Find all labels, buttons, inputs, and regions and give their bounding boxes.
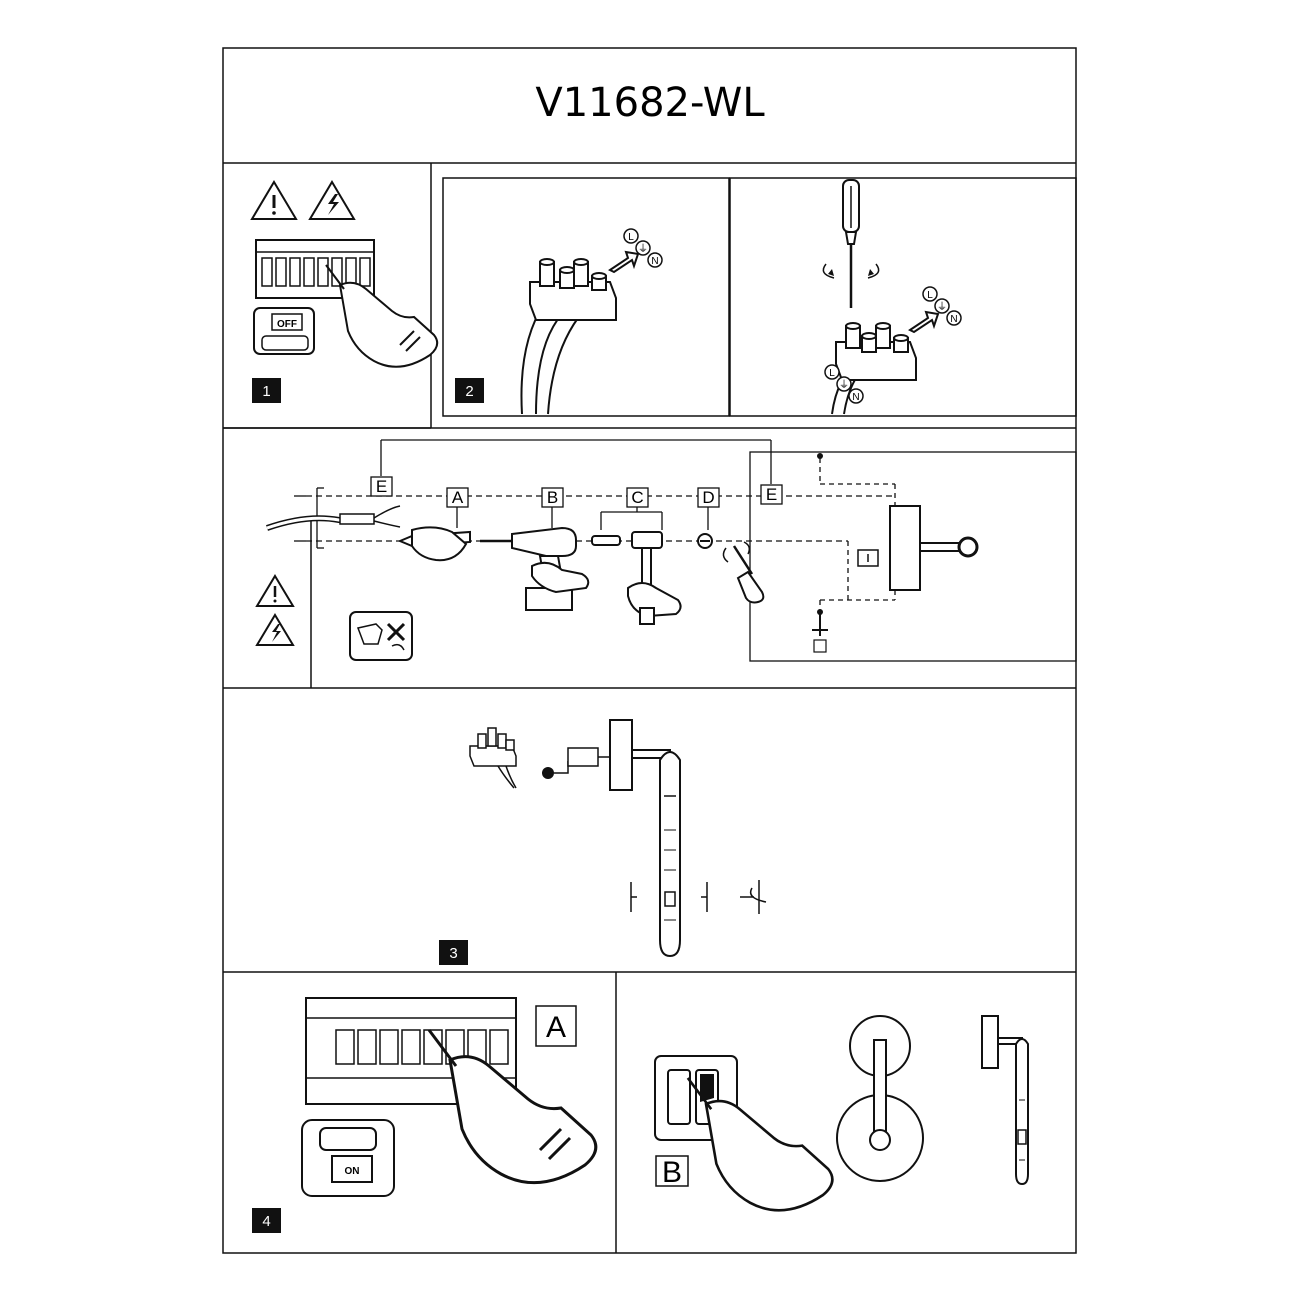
part-label-e2: E bbox=[766, 485, 777, 504]
mark-n: N bbox=[651, 256, 658, 267]
mark-n-2: N bbox=[950, 314, 957, 325]
wall-lamp-side-icon bbox=[981, 1015, 1029, 1186]
label-b: B bbox=[662, 1156, 682, 1189]
step4b-panel: B bbox=[654, 1015, 1029, 1212]
step2b-panel: L ⏚ N L ⏚ N bbox=[822, 179, 962, 415]
wall-lamp-assembly-icon bbox=[542, 719, 681, 958]
terminal-markings-2: L ⏚ N L ⏚ N bbox=[824, 286, 962, 404]
step3-badge bbox=[439, 940, 468, 965]
part-label-b: B bbox=[547, 488, 558, 507]
page-title: V11682-WL bbox=[535, 80, 765, 126]
frame-lines bbox=[222, 47, 1077, 1254]
step4-badge bbox=[252, 1208, 281, 1233]
step2-panel: L ⏚ N 2 bbox=[455, 228, 663, 415]
plug-and-hammer-icon bbox=[591, 507, 682, 625]
cable-icon bbox=[266, 505, 401, 531]
hand-pressing-breaker-large-icon bbox=[427, 1028, 598, 1185]
mark-l-3: L bbox=[829, 368, 835, 379]
wall-lamp-front-icon bbox=[836, 1015, 924, 1182]
label-a-box bbox=[535, 1005, 577, 1047]
on-switch-icon: ON bbox=[301, 1119, 395, 1197]
mark-n-3: N bbox=[852, 392, 859, 403]
part-label-e-box bbox=[370, 476, 393, 497]
mark-ground: ⏚ bbox=[638, 243, 648, 255]
rotation-indicators-icon bbox=[630, 880, 767, 914]
part-label-e: E bbox=[376, 477, 387, 496]
hand-pressing-breaker-icon bbox=[325, 264, 439, 368]
step1-badge bbox=[252, 378, 281, 403]
no-drilling-cables-icon bbox=[349, 611, 413, 661]
guide-lines bbox=[294, 439, 1077, 662]
step1-panel: OFF 1 bbox=[250, 180, 439, 403]
on-label: ON bbox=[345, 1166, 360, 1177]
part-label-e2-box bbox=[760, 484, 783, 505]
off-label: OFF bbox=[277, 319, 297, 330]
step1-number: 1 bbox=[262, 383, 270, 400]
off-switch-icon: OFF bbox=[253, 307, 315, 355]
mark-l-2: L bbox=[927, 290, 933, 301]
breaker-panel-icon bbox=[255, 239, 375, 299]
step3-number: 3 bbox=[449, 945, 457, 962]
terminal-markings: L ⏚ N bbox=[623, 228, 663, 268]
step4-number: 4 bbox=[262, 1213, 270, 1230]
step2-number: 2 bbox=[465, 383, 473, 400]
mark-l: L bbox=[628, 232, 634, 243]
electric-hazard-icon bbox=[308, 180, 356, 220]
terminal-block-icon-2 bbox=[831, 310, 940, 415]
wall-lamp-mounted-icon bbox=[812, 453, 979, 653]
terminal-block-small-icon bbox=[469, 727, 517, 789]
part-label-c: C bbox=[631, 488, 643, 507]
step2-badge bbox=[455, 378, 484, 403]
label-b-box bbox=[655, 1155, 689, 1187]
electric-hazard-icon-small bbox=[255, 613, 295, 646]
part-label-d: D bbox=[702, 488, 714, 507]
step3-panel: 3 bbox=[439, 719, 767, 965]
label-a: A bbox=[546, 1011, 566, 1044]
drill-icon bbox=[480, 507, 590, 611]
mark-ground-2: ⏚ bbox=[937, 301, 947, 313]
screw-and-screwdriver-icon bbox=[697, 507, 765, 604]
mark-ground-3: ⏚ bbox=[839, 379, 849, 391]
pencil-marking-icon bbox=[397, 507, 471, 562]
warning-icon-small bbox=[255, 574, 295, 607]
part-label-a: A bbox=[452, 488, 464, 507]
part-labels: E A B C D E bbox=[370, 476, 783, 508]
warning-icon bbox=[250, 180, 298, 220]
step4-panel: A ON 4 bbox=[252, 997, 598, 1233]
terminal-block-icon bbox=[520, 250, 640, 415]
mounting-panel: E A B C D E bbox=[255, 439, 1077, 662]
screwdriver-icon bbox=[822, 179, 880, 308]
